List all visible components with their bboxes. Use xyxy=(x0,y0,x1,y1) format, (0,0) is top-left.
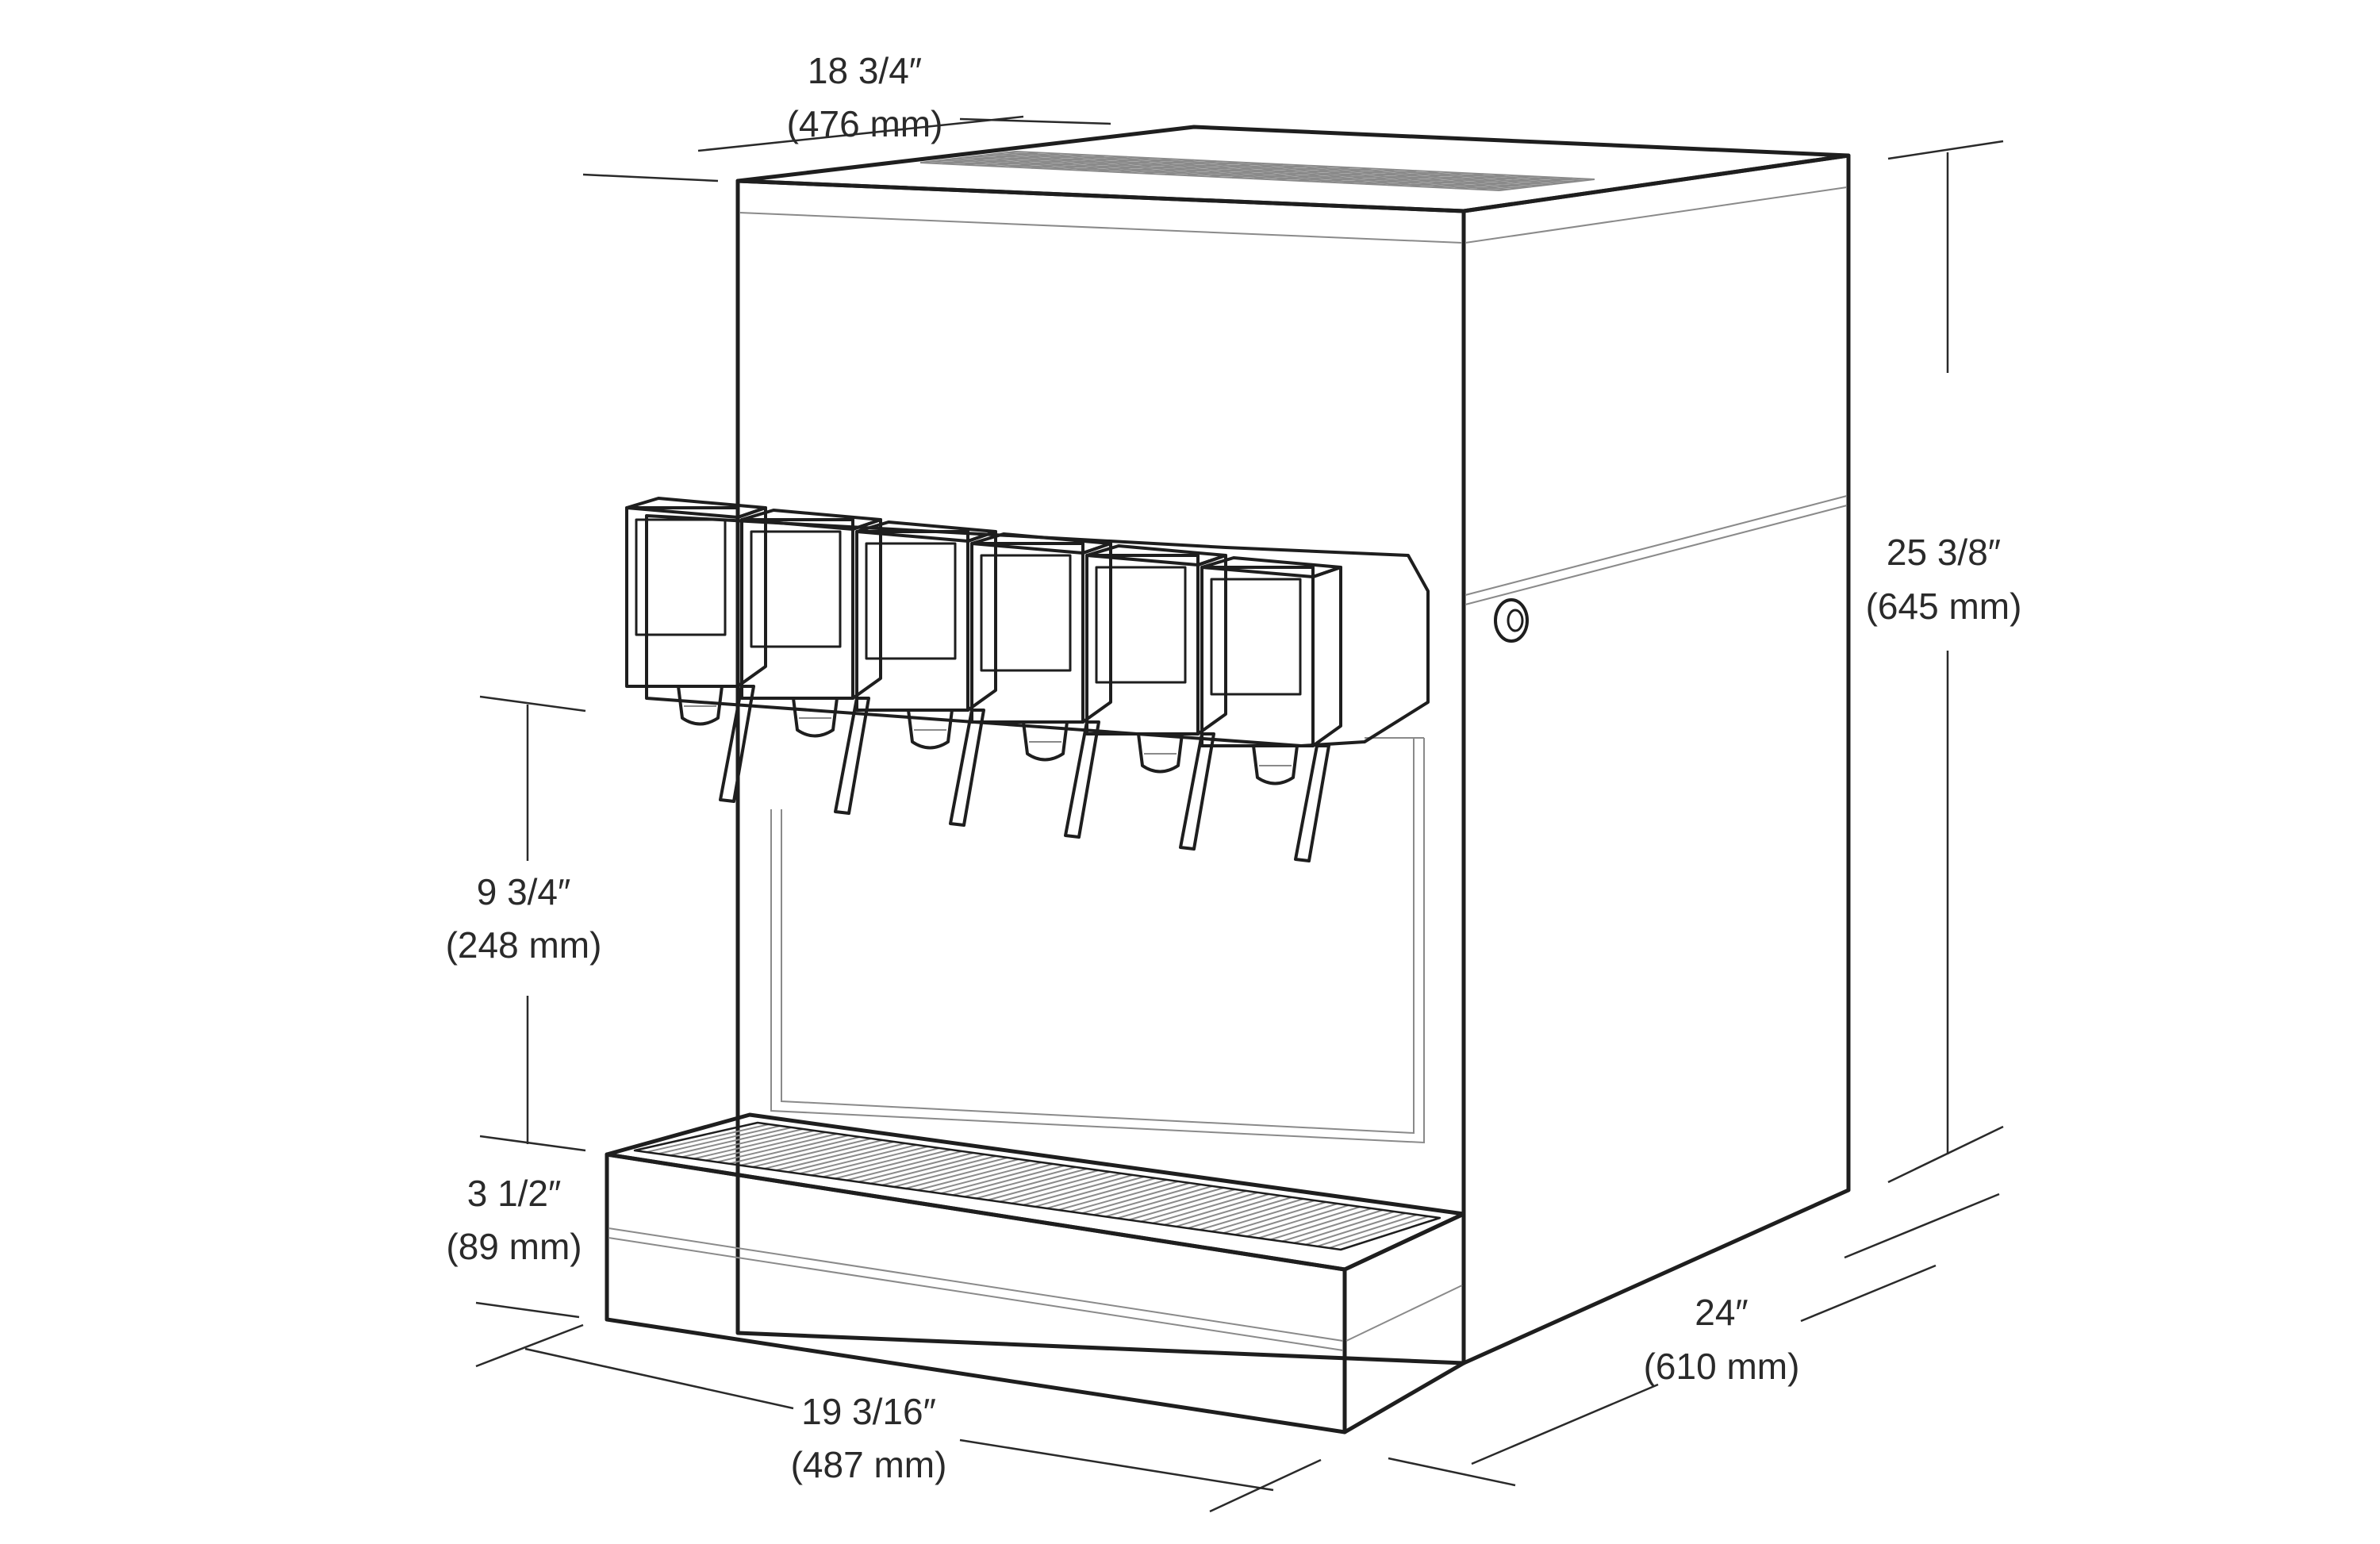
ice-grate xyxy=(919,151,1595,191)
nozzle-clearance-imperial: 9 3/4″ xyxy=(477,871,571,912)
drip-tray-grill xyxy=(633,1121,1441,1251)
drip-tray-end xyxy=(1342,1212,1466,1435)
splash-panel xyxy=(770,737,1425,1144)
depth-metric: (610 mm) xyxy=(1644,1346,1800,1387)
valve xyxy=(625,497,767,803)
top-width-imperial: 18 3/4″ xyxy=(808,50,922,91)
dimension-labels: 18 3/4″ (476 mm) 25 3/8″ (645 mm) 9 3/4″… xyxy=(446,50,2022,1485)
lock-icon xyxy=(1494,598,1529,643)
valve xyxy=(740,509,882,815)
valve xyxy=(855,520,997,827)
front-width-imperial: 19 3/16″ xyxy=(801,1391,936,1432)
valve xyxy=(970,532,1112,839)
overall-height-metric: (645 mm) xyxy=(1866,586,2022,627)
cabinet-side-face xyxy=(1461,153,1851,1365)
dimension-lines xyxy=(475,115,2004,1513)
depth-imperial: 24″ xyxy=(1695,1292,1748,1333)
nozzle-clearance-metric: (248 mm) xyxy=(446,924,602,966)
top-width-metric: (476 mm) xyxy=(787,103,943,144)
valve xyxy=(1085,544,1227,851)
drip-tray-height-metric: (89 mm) xyxy=(446,1226,582,1267)
overall-height-imperial: 25 3/8″ xyxy=(1887,532,2001,573)
drip-tray xyxy=(605,1112,1466,1435)
cabinet xyxy=(735,125,1851,1365)
valve-bank xyxy=(625,497,1430,862)
drip-tray-height-imperial: 3 1/2″ xyxy=(467,1173,562,1214)
valve xyxy=(1200,556,1342,862)
cabinet-front-face xyxy=(735,179,1466,1365)
front-width-metric: (487 mm) xyxy=(791,1444,947,1485)
